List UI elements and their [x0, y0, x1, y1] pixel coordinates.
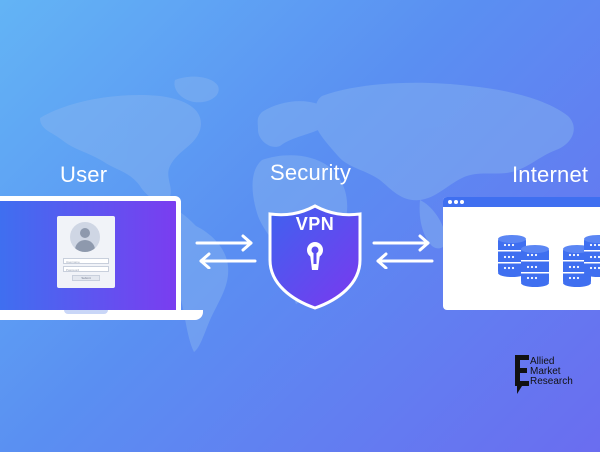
user-label: User	[60, 162, 108, 187]
user-avatar-icon	[70, 222, 100, 252]
window-dot	[460, 200, 464, 204]
arrows-icon	[195, 234, 257, 269]
window-titlebar	[443, 197, 600, 207]
database-group	[498, 235, 600, 287]
avatar-body	[75, 240, 95, 252]
window-dot	[454, 200, 458, 204]
database-icon	[584, 235, 600, 277]
window-dot	[448, 200, 452, 204]
database-icon	[521, 245, 549, 287]
keyhole-icon	[307, 242, 323, 270]
logo-mark-icon	[515, 355, 529, 394]
laptop-base	[0, 310, 203, 320]
submit-button[interactable]: Submit	[72, 275, 100, 281]
username-field[interactable]: Username	[63, 258, 109, 264]
arrows-icon-right	[372, 234, 434, 269]
password-field[interactable]: Password	[63, 266, 109, 272]
shield-icon	[268, 204, 362, 310]
logo-line-3: Research	[530, 376, 573, 387]
logo-line-1: Allied	[530, 356, 555, 367]
logo-text: Allied Market Research	[530, 357, 573, 387]
avatar-head	[80, 228, 90, 238]
internet-window	[443, 197, 600, 310]
security-label: Security	[270, 160, 352, 185]
logo-line-2: Market	[530, 366, 561, 377]
laptop-notch	[64, 310, 108, 314]
vpn-text: VPN	[295, 214, 335, 234]
internet-label: Internet	[512, 162, 589, 187]
